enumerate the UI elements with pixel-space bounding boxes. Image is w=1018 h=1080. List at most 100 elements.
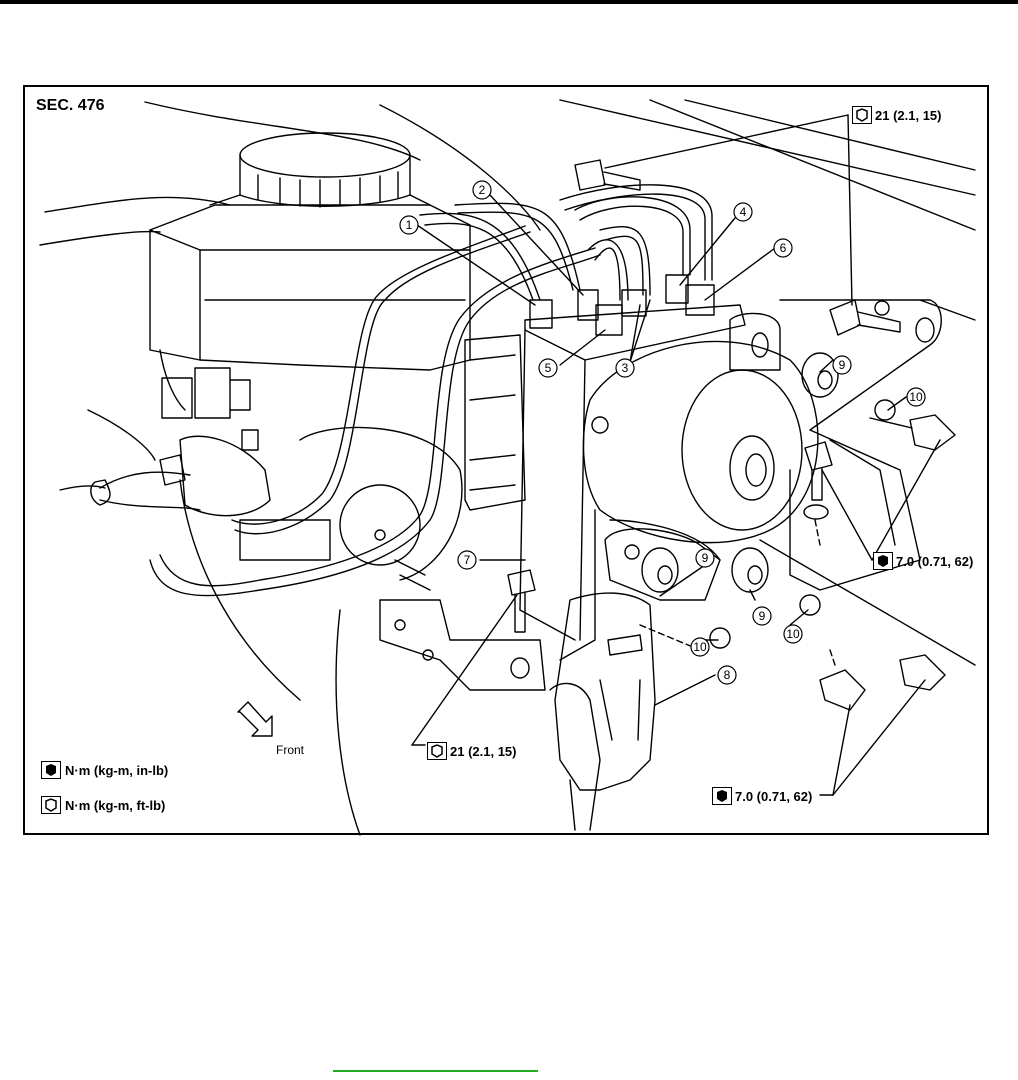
collar-10-right <box>799 594 821 616</box>
rubber-mount-9-right-hole <box>747 565 763 585</box>
reservoir-edge <box>149 229 471 251</box>
bolt-mid-washer <box>803 504 829 520</box>
leader-8 <box>654 674 716 706</box>
rubber-mount-9-right <box>731 547 769 593</box>
torque-inlb-icon <box>873 552 893 570</box>
torque-ftlb-icon <box>41 796 61 814</box>
reservoir-cap-ribs <box>257 171 399 208</box>
connector-tab <box>229 379 251 411</box>
bolt-lower-right <box>899 654 946 691</box>
brake-pipe-left <box>99 471 191 489</box>
reservoir-body <box>149 204 471 371</box>
brake-pipe-2b <box>457 211 574 291</box>
front-arrow <box>237 701 273 737</box>
part-number-7: 7 <box>464 553 471 567</box>
part-callout-10a: 10 <box>906 387 926 407</box>
page-top-rule <box>0 0 1018 4</box>
bolt-bottom-head <box>507 569 536 596</box>
torque-value-top-right: 21 (2.1, 15) <box>875 107 942 123</box>
brake-pipe-6 <box>559 184 713 281</box>
harness-latch <box>607 634 643 656</box>
legend-ftlb-text: N·m (kg-m, ft-lb) <box>65 797 166 813</box>
master-cylinder-body <box>179 435 271 517</box>
bolt-far-right <box>909 414 956 451</box>
brake-pipe-2 <box>454 202 581 291</box>
torque-value-right-mid: 7.0 (0.71, 62) <box>896 553 974 569</box>
leader-9b <box>659 564 706 597</box>
bolt-mid-head <box>804 441 833 471</box>
hcu-front-edge <box>579 359 586 641</box>
legend-inlb-text: N·m (kg-m, in-lb) <box>65 762 169 778</box>
bg-line-2 <box>44 196 231 213</box>
brake-pipe-5b <box>587 239 629 301</box>
part-callout-3: 3 <box>615 358 635 378</box>
hcu-bottom <box>559 509 596 661</box>
bracket-right <box>779 299 942 591</box>
bg-line-9 <box>759 539 976 666</box>
torque-inlb-icon <box>41 761 61 779</box>
rubber-mount-9-left-hole <box>657 565 673 585</box>
torque-inlb-icon <box>712 787 732 805</box>
part-callout-7: 7 <box>457 550 477 570</box>
part-callout-10c: 10 <box>783 624 803 644</box>
leader-torque-top-1 <box>604 114 849 169</box>
connector-block <box>194 367 231 419</box>
brake-pipe-left-2 <box>99 499 201 511</box>
bracket-lower-center <box>604 528 721 601</box>
rubber-mount-9-upper-hole <box>817 370 833 390</box>
part-number-8: 8 <box>724 668 731 682</box>
bracket-lower-hole-3 <box>510 657 530 679</box>
part-callout-9c: 9 <box>752 606 772 626</box>
torque-value-bottom-center: 21 (2.1, 15) <box>450 743 517 759</box>
bolt-bottom-shank <box>514 591 526 633</box>
leader-5 <box>559 329 606 366</box>
motor-boss <box>729 435 775 501</box>
bolt-mid-shank <box>811 467 823 501</box>
part-number-4: 4 <box>740 205 747 219</box>
leader-4 <box>679 217 736 286</box>
torque-value-bottom-right: 7.0 (0.71, 62) <box>735 788 813 804</box>
motor-end-cap <box>681 369 803 531</box>
reservoir-lower <box>159 349 186 411</box>
bracket-upper-hole <box>751 332 769 358</box>
fitting-nut <box>159 454 186 486</box>
brake-pipe-4 <box>574 196 691 276</box>
bolt-top-head <box>574 159 606 191</box>
brake-pipe-1 <box>419 212 541 301</box>
part-number-5: 5 <box>545 361 552 375</box>
brake-pipe-loop-outer <box>149 254 601 597</box>
leader-10c <box>789 609 809 626</box>
harness-connector <box>554 592 656 791</box>
motor-shaft <box>745 453 767 487</box>
part-number-6: 6 <box>780 241 787 255</box>
reservoir-neck <box>209 194 431 206</box>
diagram-frame <box>23 85 989 835</box>
part-number-9b: 9 <box>702 551 709 565</box>
bg-line-1 <box>144 101 421 161</box>
fitting-1 <box>241 429 259 451</box>
leader-10a <box>887 396 907 411</box>
bg-line-7 <box>379 104 541 231</box>
part-callout-8: 8 <box>717 665 737 685</box>
tube-nut-1 <box>529 299 553 329</box>
part-number-9c: 9 <box>759 609 766 623</box>
bracket-lower-ribs <box>394 559 431 591</box>
leader-torque-mid-1 <box>821 469 873 561</box>
tube-nut-6 <box>685 284 715 316</box>
tube-nut-5 <box>595 304 623 336</box>
footer-link-underline[interactable] <box>333 1070 538 1072</box>
part-callout-6: 6 <box>773 238 793 258</box>
tube-nut-3 <box>621 289 647 317</box>
bracket-right-hole <box>915 317 935 343</box>
part-callout-9a: 9 <box>832 355 852 375</box>
tube-nut-4 <box>665 274 689 304</box>
section-label: SEC. 476 <box>36 97 105 114</box>
part-number-3: 3 <box>622 361 629 375</box>
bg-line-10 <box>87 409 156 461</box>
bg-line-13 <box>335 609 361 836</box>
torque-ftlb-icon <box>852 106 872 124</box>
booster-center <box>374 529 386 541</box>
booster-outline <box>299 426 463 581</box>
torque-callout-bottom-center: 21 (2.1, 15) <box>427 742 517 760</box>
